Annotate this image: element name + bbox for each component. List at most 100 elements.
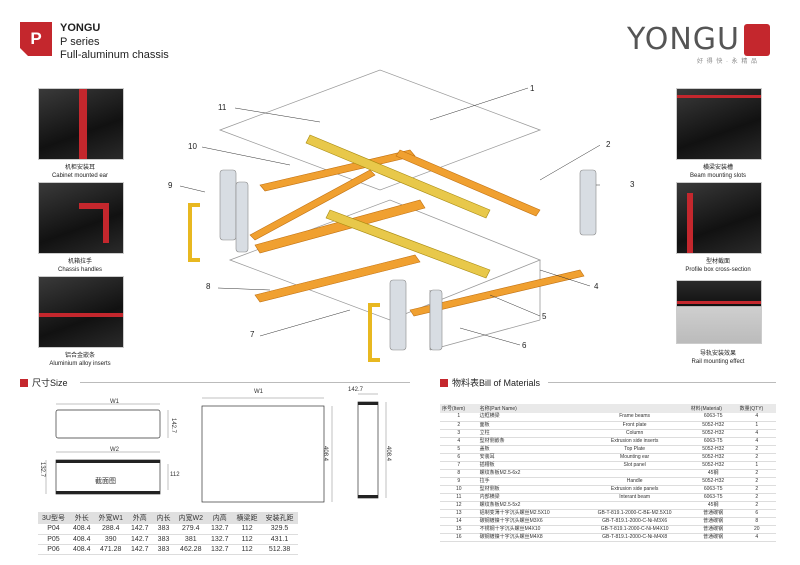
table-cell: 11 (440, 493, 478, 502)
dim-w1-top: W1 (110, 399, 119, 405)
bom-header-row: 序号(Item)名称(Part Name)材料(Material)数量(QTY) (440, 404, 776, 413)
table-cell: 普通碳钢 (688, 509, 738, 518)
table-cell: Top Plate (580, 445, 689, 454)
exploded-view-drawing (179, 69, 600, 362)
table-cell: Extrusion side inserts (580, 437, 689, 446)
table-cell: 普通碳钢 (688, 517, 738, 526)
table-cell: 383 (152, 524, 175, 535)
table-cell: 2 (737, 493, 776, 502)
table-cell: 2 (737, 469, 776, 478)
section-label: 截面图 (95, 478, 116, 485)
beam-left (249, 169, 376, 241)
bom-header-cell: 材料(Material) (688, 404, 738, 413)
internal-beam-2 (325, 209, 491, 279)
table-cell: 431.1 (261, 534, 298, 545)
table-cell: 1 (737, 461, 776, 470)
table-cell: 1 (440, 413, 478, 422)
dim-height: 132.7 (39, 462, 45, 478)
table-cell: Mounting ear (580, 453, 689, 462)
bom-header-cell (580, 404, 689, 413)
table-cell: P06 (38, 544, 69, 555)
dim-side-height: 408.4 (385, 446, 391, 462)
table-cell: 383 (152, 534, 175, 545)
table-cell: 2 (737, 477, 776, 486)
beam-right-top (395, 149, 541, 217)
table-cell: Front plate (580, 421, 689, 430)
brand-logo: YONGU (627, 22, 770, 57)
column-left-2 (235, 181, 249, 253)
side-view-box (357, 401, 379, 499)
table-cell: GB-T-819.1-2000-C-Ni-M4X8 (580, 533, 689, 542)
dim-w1-front: W1 (254, 389, 263, 395)
table-cell: 408.4 (68, 534, 95, 545)
photo-chassis-handle (38, 182, 124, 254)
table-cell: 14 (440, 517, 478, 526)
callout-7: 7 (250, 330, 255, 339)
dim-side-top: 142.7 (348, 387, 364, 393)
table-cell: 面板 (477, 421, 581, 430)
table-cell: 不锈钢十字沉头螺丝M4X10 (477, 525, 581, 534)
table-cell: 279.4 (174, 524, 208, 535)
table-cell (580, 501, 689, 510)
table-cell: 112 (232, 544, 262, 555)
table-cell: 7 (440, 461, 478, 470)
table-cell: 20 (737, 525, 776, 534)
dims-header-cell: 3U型号 (38, 512, 69, 524)
table-cell: 普通碳钢 (688, 533, 738, 542)
table-cell: 471.28 (94, 544, 127, 555)
table-cell: 142.7 (126, 544, 153, 555)
table-cell: Extrusion side panels (580, 485, 689, 494)
table-cell: 6 (737, 509, 776, 518)
bom-header-cell: 数量(QTY) (737, 404, 776, 413)
table-cell: 5052-H32 (688, 477, 738, 486)
section-marker-icon (440, 378, 448, 387)
table-cell: 16 (440, 533, 478, 542)
table-cell: 142.7 (126, 524, 153, 535)
handle-left (188, 203, 200, 262)
table-cell: 2 (737, 485, 776, 494)
series-logo-badge: P (20, 22, 52, 56)
table-cell: Slot panel (580, 461, 689, 470)
table-cell: 390 (94, 534, 127, 545)
front-view-box (201, 405, 325, 503)
table-cell: 13 (440, 509, 478, 518)
table-cell: 12 (440, 501, 478, 510)
table-cell: 螺纹条板M2.5-5x2 (477, 501, 581, 510)
table-cell: 碳钢镀镍十字沉头螺丝M3X6 (477, 517, 581, 526)
bom-header-cell: 序号(Item) (440, 404, 478, 413)
table-cell: 2 (737, 453, 776, 462)
callout-2: 2 (606, 140, 611, 149)
table-cell: 6063-T5 (688, 413, 738, 422)
column-front-1 (389, 279, 407, 351)
table-cell: 45钢 (688, 501, 738, 510)
table-cell: 15 (440, 525, 478, 534)
table-cell: 288.4 (94, 524, 127, 535)
callout-8: 8 (206, 282, 211, 291)
column-right (579, 169, 597, 236)
top-view-box (55, 409, 161, 439)
table-cell: P04 (38, 524, 69, 535)
table-cell: 408.4 (68, 524, 95, 535)
callout-11: 11 (218, 103, 227, 112)
size-section-title: 尺寸Size (20, 376, 68, 389)
dims-header-cell: 内长 (152, 512, 175, 524)
callout-4: 4 (594, 282, 599, 291)
table-cell: 2 (737, 501, 776, 510)
table-cell: 2 (440, 421, 478, 430)
table-cell: 5 (440, 445, 478, 454)
dim-front-depth: 408.4 (322, 446, 328, 462)
